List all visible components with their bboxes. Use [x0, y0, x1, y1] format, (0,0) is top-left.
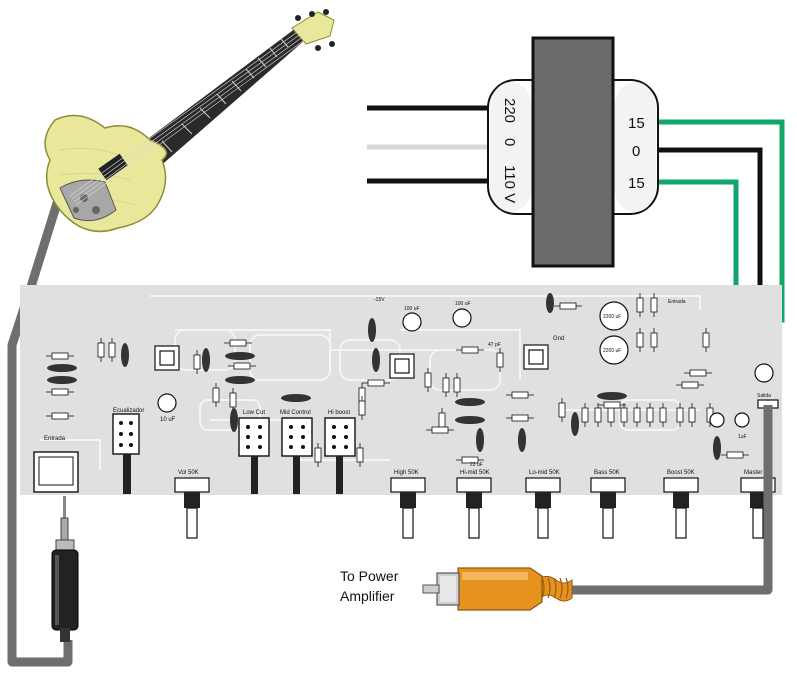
cap-label-100uf-b: 100 uF [455, 301, 471, 307]
cap-label-22uf: 22 uF [470, 462, 483, 468]
pot-2: Hi-mid 50K [456, 470, 492, 539]
pot-3: Lo-mid 50K [525, 470, 561, 539]
switch-pins [119, 421, 348, 449]
pot-label-4: Bass 50K [594, 470, 620, 476]
switch-levers [123, 454, 343, 494]
rail-label-neg15v: -15V [374, 297, 385, 303]
board-input-jack [33, 451, 79, 493]
board-components [46, 293, 749, 467]
pot-label-3: Lo-mid 50K [529, 470, 560, 476]
quarter-inch-plug [51, 496, 79, 642]
switch-label-low-cut: Low Cut [243, 410, 265, 416]
preamp-board [20, 285, 782, 495]
cap-label-47pf: 47 pF [488, 342, 501, 348]
switch-label-ecualizador: Ecualizador [113, 408, 144, 414]
guitar-cable [7, 198, 73, 667]
output-cable [572, 405, 773, 595]
rca-connector [422, 567, 573, 611]
pot-1: High 50K [390, 470, 426, 539]
pot-label-1: High 50K [394, 470, 419, 476]
primary-0-label: 0 [501, 138, 518, 146]
pot-label-5: Boost 50K [667, 470, 695, 476]
output-label-line1: To Power [340, 568, 399, 584]
pot-5: Boost 50K [663, 470, 699, 539]
board-input-tag: Entrada [668, 299, 686, 305]
cap-label-1uf: 1uF [738, 434, 747, 440]
rail-label-gnd: Gnd [553, 336, 564, 342]
pot-4: Bass 50K [590, 470, 626, 539]
cap-label-100uf-a: 100 uF [404, 306, 420, 312]
switch-label-mid-control: Mid Control [280, 410, 311, 416]
switch-label-hi-boost: Hi boost [328, 410, 350, 416]
board-caps [157, 301, 774, 428]
primary-220-label: 220 [501, 98, 518, 123]
cap-label-10uf: 10 uF [160, 417, 176, 423]
pot-0: Vol 50K [174, 470, 210, 539]
secondary-15-bottom-label: 15 [628, 175, 645, 192]
board-output-tag: Salida [757, 393, 771, 399]
cap-label-2200uf-b: 2200 uF [603, 348, 621, 354]
secondary-15-top-label: 15 [628, 115, 645, 132]
output-label-line2: Amplifier [340, 588, 395, 604]
cap-label-2200uf-a: 2200 uF [603, 314, 621, 320]
board-switches [112, 413, 356, 457]
transformer [487, 36, 659, 268]
mains-wires [367, 105, 495, 184]
potentiometers: Vol 50K High 50K Hi-mid 50K Lo-mid 50K Bass … [174, 470, 776, 539]
board-ics [154, 344, 549, 379]
pot-label-0: Vol 50K [178, 470, 199, 476]
primary-110-label: 110 V [501, 165, 518, 203]
input-label: Entrada [44, 436, 66, 442]
pot-label-2: Hi-mid 50K [460, 470, 490, 476]
bass-guitar [44, 9, 335, 233]
secondary-0-label: 0 [632, 143, 640, 160]
film-caps [47, 293, 721, 460]
pot-label-6: Master [744, 470, 762, 476]
